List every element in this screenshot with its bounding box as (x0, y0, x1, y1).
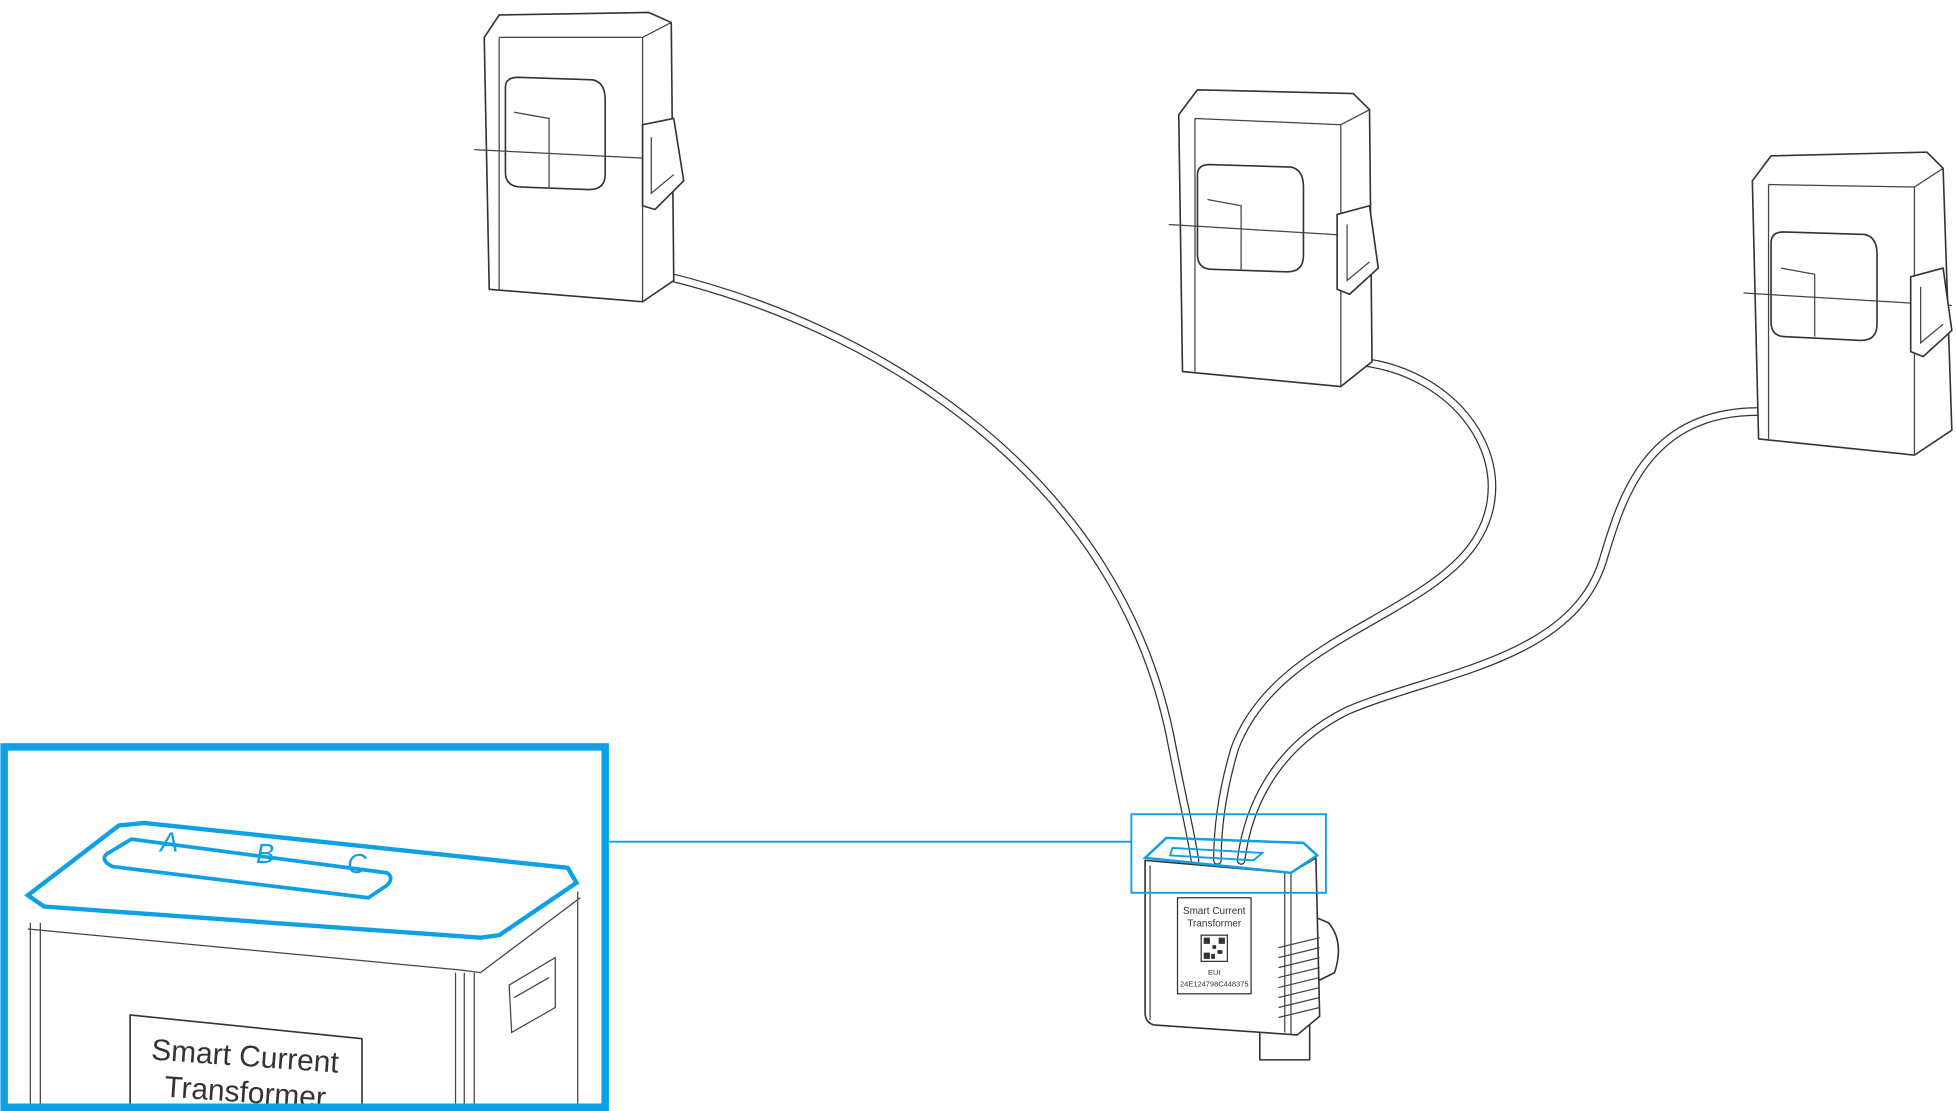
inset-phase-c: C (347, 848, 367, 879)
inset-phase-b: B (256, 838, 274, 869)
cable-b (1213, 357, 1497, 865)
cable-c (1236, 407, 1763, 865)
ct-clamp-c (1743, 151, 1953, 456)
zoom-inset: A B C Smart Current Transformer (0, 743, 609, 1111)
cable-a (654, 269, 1200, 865)
inset-phase-a: A (158, 827, 178, 858)
inset-frame (0, 743, 609, 1111)
device-eui-label: EUI (1208, 968, 1220, 977)
inset-cable-slot (102, 837, 393, 900)
qr-code-icon (1200, 934, 1229, 962)
device-lid (1142, 836, 1320, 875)
device-eui-value: 24E124798C448375 (1180, 979, 1249, 988)
inset-lid (24, 820, 580, 940)
device-label-line1: Smart Current (1183, 906, 1246, 917)
highlight-box (1130, 813, 1327, 894)
smart-ct-device: Smart Current Transformer EUI 24E124798C… (1130, 813, 1340, 1061)
ct-clamp-b (1168, 88, 1380, 388)
cables (654, 269, 1763, 865)
ct-clamp-a (474, 11, 685, 303)
device-label-line2: Transformer (1187, 918, 1242, 929)
